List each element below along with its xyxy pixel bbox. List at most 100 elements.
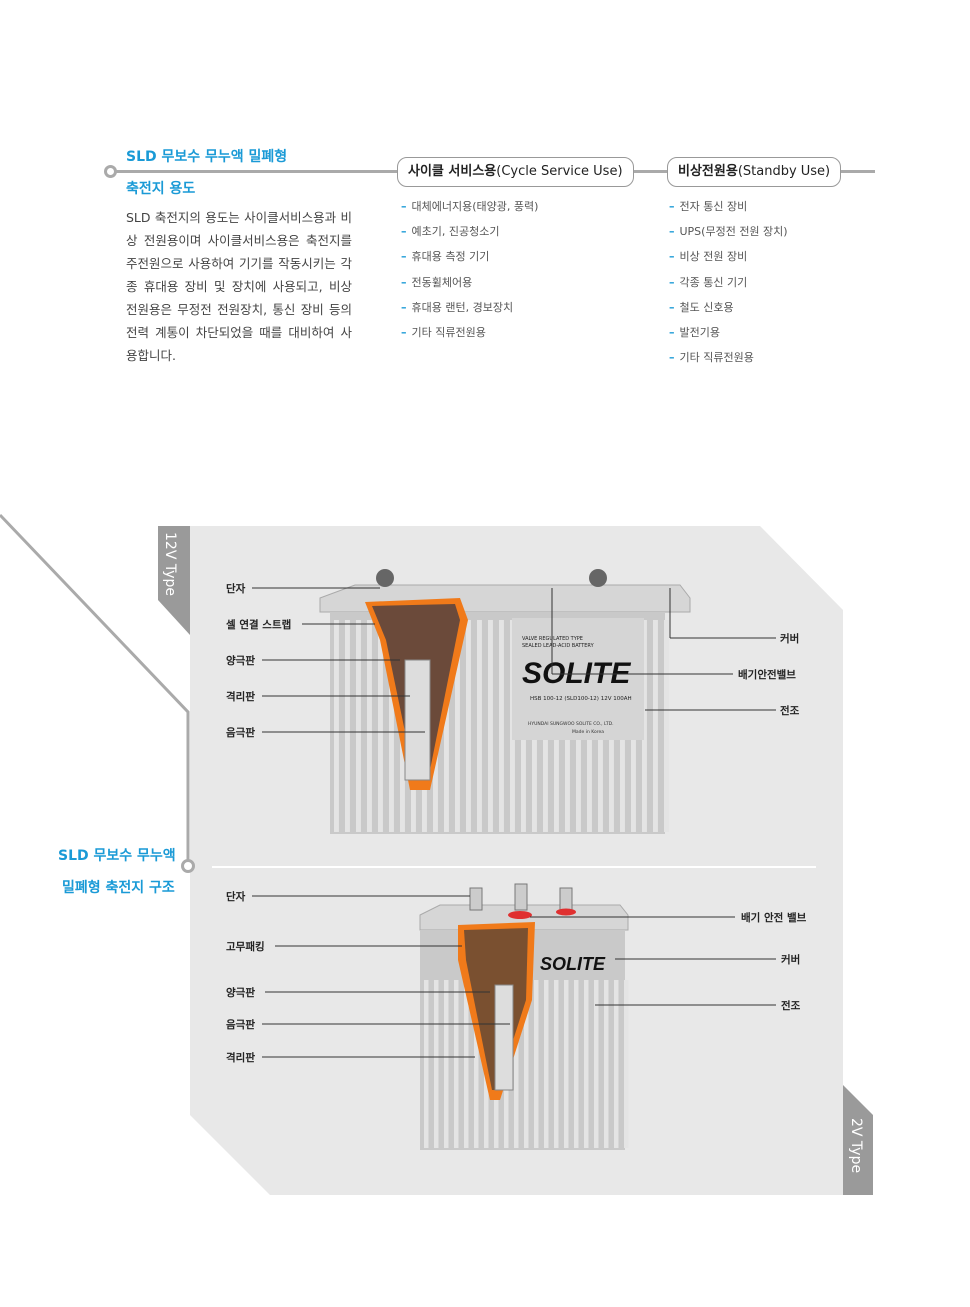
list-item-text: 휴대용 랜턴, 경보장치 xyxy=(411,300,514,314)
case-rib xyxy=(499,620,504,832)
svg-text:Made in Korea: Made in Korea xyxy=(572,729,604,735)
svg-text:HSB 100-12 (SLD100-12) 12V 100: HSB 100-12 (SLD100-12) 12V 100AH xyxy=(530,696,632,702)
label-2v-left: 양극판 xyxy=(226,987,255,999)
case-rib xyxy=(664,620,669,832)
list-item: –휴대용 랜턴, 경보장치 xyxy=(401,299,538,324)
list-item: –기타 직류전원용 xyxy=(669,349,788,374)
list-item: –예초기, 진공청소기 xyxy=(401,223,538,248)
case-rib xyxy=(554,980,559,1148)
case-rib xyxy=(514,980,519,1148)
case-rib xyxy=(624,980,629,1148)
battery-12v-illustration: VALVE REGULATED TYPE SEALED LEAD-ACID BA… xyxy=(319,569,691,834)
label-12v-left: 단자 xyxy=(226,583,246,595)
list-item: –UPS(무정전 전원 장치) xyxy=(669,223,788,248)
dash-bullet: – xyxy=(401,250,407,264)
cycle-heading-en: (Cycle Service Use) xyxy=(496,164,623,179)
case-rib xyxy=(642,620,647,832)
list-item: –휴대용 측정 기기 xyxy=(401,248,538,273)
usage-title-line1: SLD 무보수 무누액 밀폐형 xyxy=(126,149,288,165)
case-rib xyxy=(524,980,529,1148)
case-rib xyxy=(564,980,569,1148)
label-12v-left: 셀 연결 스트랩 xyxy=(226,619,292,631)
list-item-text: 철도 신호용 xyxy=(679,300,734,314)
label-12v-left: 격리판 xyxy=(226,691,255,703)
case-rib xyxy=(389,620,394,832)
case-rib xyxy=(444,980,449,1148)
case-rib xyxy=(345,620,350,832)
case-rib xyxy=(534,980,539,1148)
cycle-service-heading: 사이클 서비스용(Cycle Service Use) xyxy=(397,157,634,187)
case-rib xyxy=(477,620,482,832)
case-rib xyxy=(544,980,549,1148)
case-rib xyxy=(466,620,471,832)
dash-bullet: – xyxy=(401,275,407,289)
list-item-text: 예초기, 진공청소기 xyxy=(411,225,500,239)
dash-bullet: – xyxy=(669,351,675,365)
case-rib xyxy=(653,620,658,832)
dash-bullet: – xyxy=(669,225,675,239)
list-item: –철도 신호용 xyxy=(669,299,788,324)
case-rib xyxy=(424,980,429,1148)
structure-title-line2: 밀폐형 축전지 구조 xyxy=(62,880,175,896)
cycle-list: –대체에너지용(태양광, 풍력)–예초기, 진공청소기–휴대용 측정 기기–전동… xyxy=(401,198,538,349)
structure-title-line1: SLD 무보수 무누액 xyxy=(58,848,176,864)
list-item-text: 기타 직류전원용 xyxy=(679,351,754,365)
case-rib xyxy=(454,980,459,1148)
dash-bullet: – xyxy=(669,275,675,289)
case-rib xyxy=(356,620,361,832)
case-rib xyxy=(334,620,339,832)
case-rib xyxy=(464,980,469,1148)
tab-2v-label: 2V Type xyxy=(848,1118,864,1174)
dash-bullet: – xyxy=(669,200,675,213)
tab-12v-label: 12V Type xyxy=(162,532,178,596)
label-12v-left: 음극판 xyxy=(226,727,255,739)
case-rib xyxy=(474,980,479,1148)
dash-bullet: – xyxy=(669,300,675,314)
svg-text:SEALED LEAD-ACID BATTERY: SEALED LEAD-ACID BATTERY xyxy=(522,643,595,649)
standby-heading-bold: 비상전원용 xyxy=(678,164,738,179)
case-rib xyxy=(614,980,619,1148)
standby-heading-en: (Standby Use) xyxy=(737,164,831,179)
tab-12v-shape xyxy=(158,526,190,635)
timeline-node xyxy=(104,165,117,178)
standby-list: –전자 통신 장비–UPS(무정전 전원 장치)–비상 전원 장비–각종 통신 … xyxy=(669,198,788,374)
dash-bullet: – xyxy=(669,250,675,264)
case-rib xyxy=(594,980,599,1148)
tab-2v-shape xyxy=(843,1085,873,1195)
list-item-text: 전자 통신 장비 xyxy=(679,200,748,213)
label-12v-right: 배기안전밸브 xyxy=(738,669,796,681)
standby-heading: 비상전원용(Standby Use) xyxy=(667,157,842,187)
label-2v-right: 커버 xyxy=(781,954,801,966)
svg-text:SOLITE: SOLITE xyxy=(540,954,606,974)
dash-bullet: – xyxy=(669,325,675,339)
battery-2v-illustration: SOLITE xyxy=(419,883,629,1150)
case-rib xyxy=(378,620,383,832)
dash-bullet: – xyxy=(401,300,407,314)
list-item-text: 전동휠체어용 xyxy=(411,275,473,289)
cycle-heading-bold: 사이클 서비스용 xyxy=(408,164,497,179)
label-2v-left: 격리판 xyxy=(226,1052,255,1064)
list-item-text: UPS(무정전 전원 장치) xyxy=(679,225,788,239)
label-2v-left: 단자 xyxy=(226,891,246,903)
case-rib xyxy=(488,620,493,832)
case-rib xyxy=(455,620,460,832)
label-12v-right: 전조 xyxy=(780,705,800,717)
list-item-text: 대체에너지용(태양광, 풍력) xyxy=(411,200,539,213)
list-item: –기타 직류전원용 xyxy=(401,324,538,349)
case-rib xyxy=(604,980,609,1148)
dash-bullet: – xyxy=(401,325,407,339)
case-rib xyxy=(444,620,449,832)
list-item-text: 발전기용 xyxy=(679,325,720,339)
list-item: –전동휠체어용 xyxy=(401,274,538,299)
label-2v-left: 고무패킹 xyxy=(226,941,265,953)
dash-bullet: – xyxy=(401,225,407,239)
label-2v-left: 음극판 xyxy=(226,1019,255,1031)
connector-line xyxy=(0,513,190,860)
dash-bullet: – xyxy=(401,200,407,213)
case-rib xyxy=(584,980,589,1148)
list-item: –비상 전원 장비 xyxy=(669,248,788,273)
list-item: –전자 통신 장비 xyxy=(669,198,788,223)
list-item: –발전기용 xyxy=(669,324,788,349)
usage-description: SLD 축전지의 용도는 사이클서비스용과 비상 전원용이며 사이클서비스용은 … xyxy=(126,210,352,363)
